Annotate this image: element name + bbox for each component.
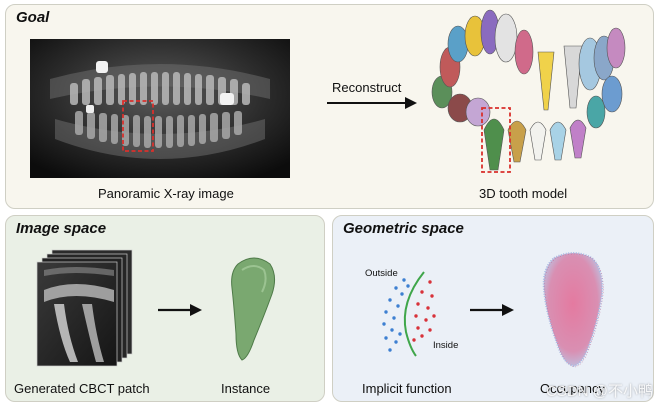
occupancy-point-cloud <box>542 252 604 368</box>
inside-dots <box>412 280 436 342</box>
panoramic-xray-image <box>30 39 290 178</box>
image-space-title: Image space <box>16 220 107 237</box>
implicit-function-caption: Implicit function <box>362 381 452 396</box>
instance-caption: Instance <box>221 381 271 396</box>
geometric-space-title: Geometric space <box>343 220 464 237</box>
goal-title: Goal <box>16 9 50 26</box>
csdn-watermark: CSDN @不小鸭 <box>546 383 653 400</box>
cbct-patch-stack <box>36 249 133 367</box>
implicit-function-plot <box>382 271 436 357</box>
reconstruct-arrow <box>327 97 417 109</box>
occupancy-caption: Occupancy <box>540 381 606 396</box>
geometric-space-arrow <box>470 304 514 316</box>
tooth-model-caption: 3D tooth model <box>479 186 568 201</box>
cbct-caption: Generated CBCT patch <box>14 381 150 396</box>
image-space-arrow <box>158 304 202 316</box>
xray-highlight-box <box>122 100 154 152</box>
outside-dots <box>382 278 410 352</box>
tooth-model-3d <box>431 9 626 173</box>
panoramic-caption: Panoramic X-ray image <box>98 186 234 201</box>
inside-label: Inside <box>433 340 459 351</box>
reconstruct-label: Reconstruct <box>332 80 402 95</box>
tooth-highlight-box <box>481 107 511 173</box>
outside-label: Outside <box>365 268 398 279</box>
implicit-surface-curve <box>403 271 425 357</box>
tooth-instance <box>231 257 276 361</box>
